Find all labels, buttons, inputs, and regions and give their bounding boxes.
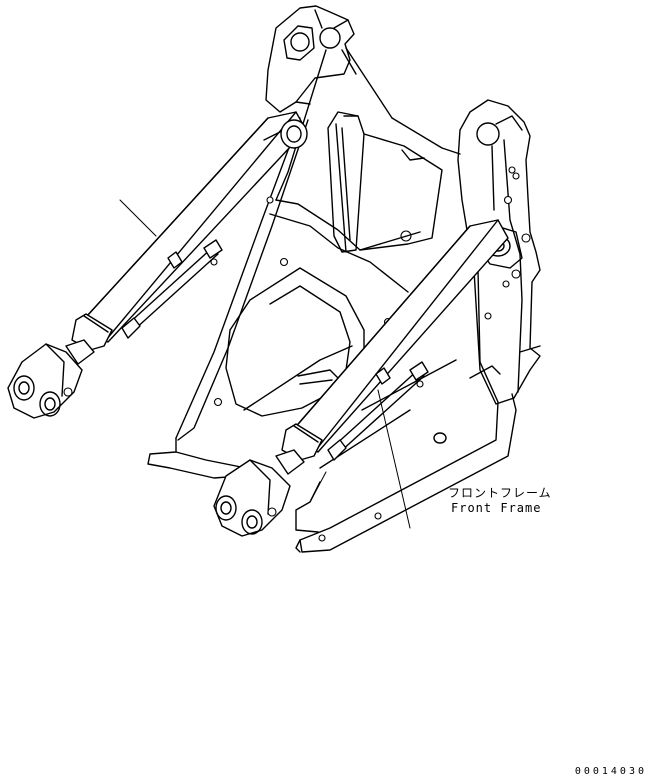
lift-cylinder-right	[213, 219, 509, 537]
front-frame-label-jp: フロントフレーム	[448, 486, 552, 500]
leader-line-left-cylinder	[119, 199, 157, 237]
leader-line-frame-tip	[309, 471, 327, 503]
lift-cylinder-left	[7, 111, 308, 419]
leader-line-front-frame	[377, 389, 411, 529]
front-frame-label-en: Front Frame	[451, 501, 542, 515]
front-frame	[147, 5, 541, 553]
drawing-number: 00014030	[574, 766, 647, 777]
